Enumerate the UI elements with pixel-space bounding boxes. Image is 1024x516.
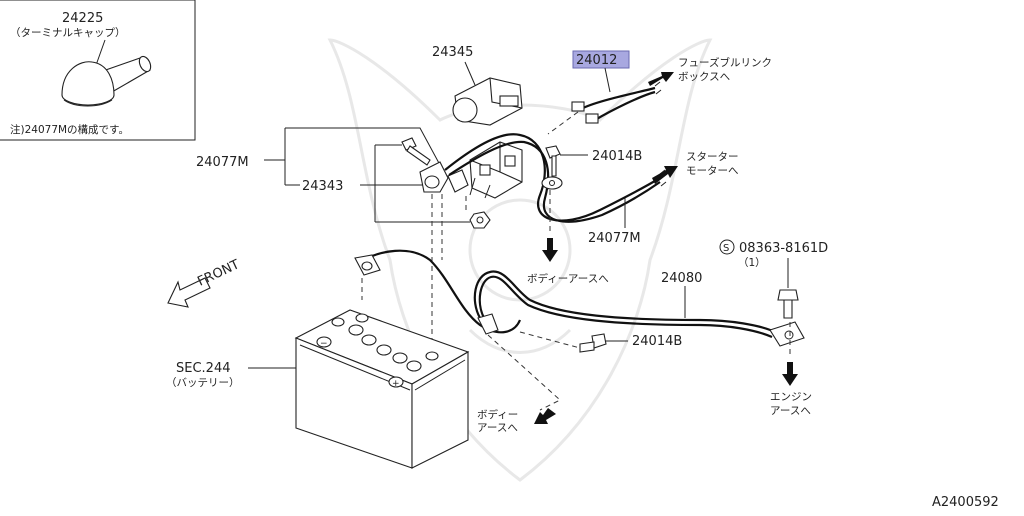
terminal-cap-icon: [61, 55, 152, 107]
cable-24080: [473, 270, 776, 333]
battery-minus-sign: −: [320, 339, 328, 349]
label-24077m-right: 24077M: [588, 231, 641, 246]
label-body-earth-bot-1: ボディー: [477, 408, 518, 421]
label-front: FRONT: [195, 257, 242, 289]
label-24014b-top: 24014B: [592, 149, 642, 164]
label-fuse-link-1: フューズブルリンク: [678, 56, 772, 69]
inset-note: 注)24077Mの構成です。: [10, 123, 129, 136]
cable-negative: [359, 249, 522, 334]
fuse-block-icon: [469, 141, 523, 199]
arrow-to-starter-icon: [652, 166, 678, 184]
body-earth-terminal-icon: [477, 313, 499, 335]
fusible-link-harness: [571, 81, 662, 124]
label-engine-earth-2: アースへ: [770, 405, 811, 417]
bolt-small-icon: [401, 137, 431, 166]
label-battery: （バッテリー）: [166, 377, 240, 389]
battery-plus-terminal-icon: [388, 376, 404, 388]
label-sec244: SEC.244: [176, 361, 231, 376]
label-fuse-link-2: ボックスへ: [678, 71, 730, 83]
label-body-earth-top: ボディーアースへ: [527, 272, 609, 285]
bolt-engine-earth-icon: [777, 289, 799, 319]
inset-part-number: 24225: [62, 11, 103, 26]
terminal-clamp-icon: [419, 161, 469, 193]
cable-24077m: [444, 133, 661, 222]
highlight-24012: [572, 50, 630, 69]
label-body-earth-bot-2: アースへ: [477, 422, 518, 434]
arrow-engine-earth-icon: [782, 362, 798, 386]
label-bolt-qty: （1）: [738, 257, 766, 269]
terminal-cover-icon: [452, 77, 523, 126]
battery-minus-terminal-icon: [316, 336, 332, 348]
watermark-crest-icon: [327, 38, 713, 482]
negative-terminal-icon: [354, 254, 381, 276]
label-24343: 24343: [302, 179, 343, 194]
battery-caps: [331, 313, 439, 372]
diagram-id-code: A2400592: [932, 495, 999, 510]
label-engine-earth-1: エンジン: [770, 391, 812, 403]
arrow-body-earth-bottom-icon: [534, 408, 556, 424]
s-mark-letter: S: [723, 243, 729, 254]
label-24345: 24345: [432, 45, 473, 60]
label-starter-2: モーターへ: [686, 165, 739, 177]
s-mark-icon: [719, 239, 735, 255]
battery-icon: − +: [294, 309, 470, 469]
inset-terminal-cap: 24225 （ターミナルキャップ） 注)24077Mの構成です。: [0, 0, 196, 141]
label-bolt-code: 08363-8161D: [739, 241, 828, 256]
bolt-24014b-bottom-icon: [579, 333, 607, 353]
ground-terminal-icon: [769, 321, 805, 347]
label-24014b-bottom: 24014B: [632, 334, 682, 349]
label-24012: 24012: [576, 53, 617, 68]
front-direction-arrow-icon: [167, 277, 211, 308]
label-24077m-left: 24077M: [196, 155, 249, 170]
label-24080: 24080: [661, 271, 702, 286]
nut-icon: [469, 211, 491, 229]
bolt-24014b-top-icon: [541, 145, 563, 190]
label-starter-1: スターター: [686, 151, 739, 163]
arrow-body-earth-top-icon: [542, 238, 558, 262]
battery-plus-sign: +: [392, 379, 400, 389]
inset-part-name: （ターミナルキャップ）: [10, 27, 126, 39]
arrow-to-fuse-box-icon: [648, 72, 674, 86]
